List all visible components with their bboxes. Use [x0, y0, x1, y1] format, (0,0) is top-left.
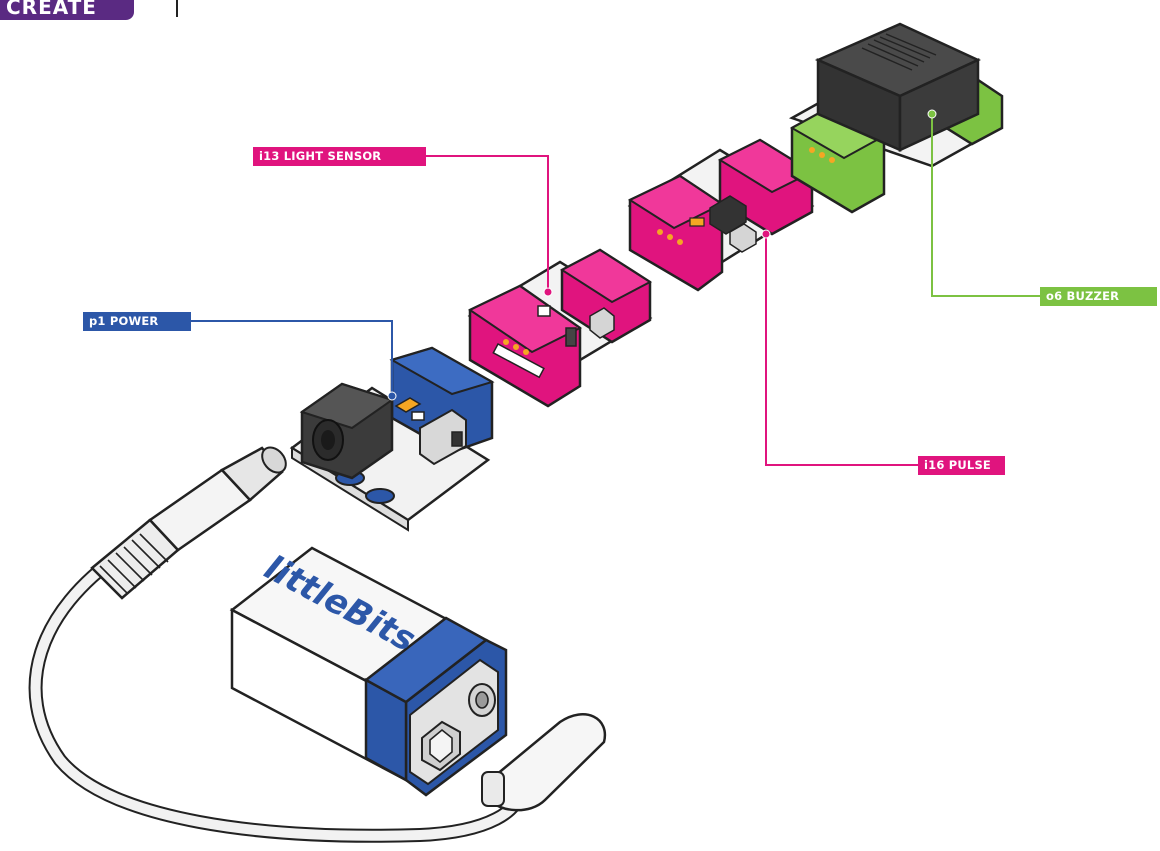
- label-power: p1 POWER: [83, 312, 191, 331]
- pulse-module: [630, 140, 812, 290]
- light-sensor-module: [470, 250, 650, 406]
- label-light-sensor: i13 LIGHT SENSOR: [253, 147, 426, 166]
- buzzer-module: [792, 24, 1002, 212]
- barrel-plug: [92, 443, 291, 598]
- battery-9v: littleBits: [232, 548, 506, 795]
- label-pulse: i16 PULSE: [918, 456, 1005, 475]
- label-buzzer: o6 BUZZER: [1040, 287, 1157, 306]
